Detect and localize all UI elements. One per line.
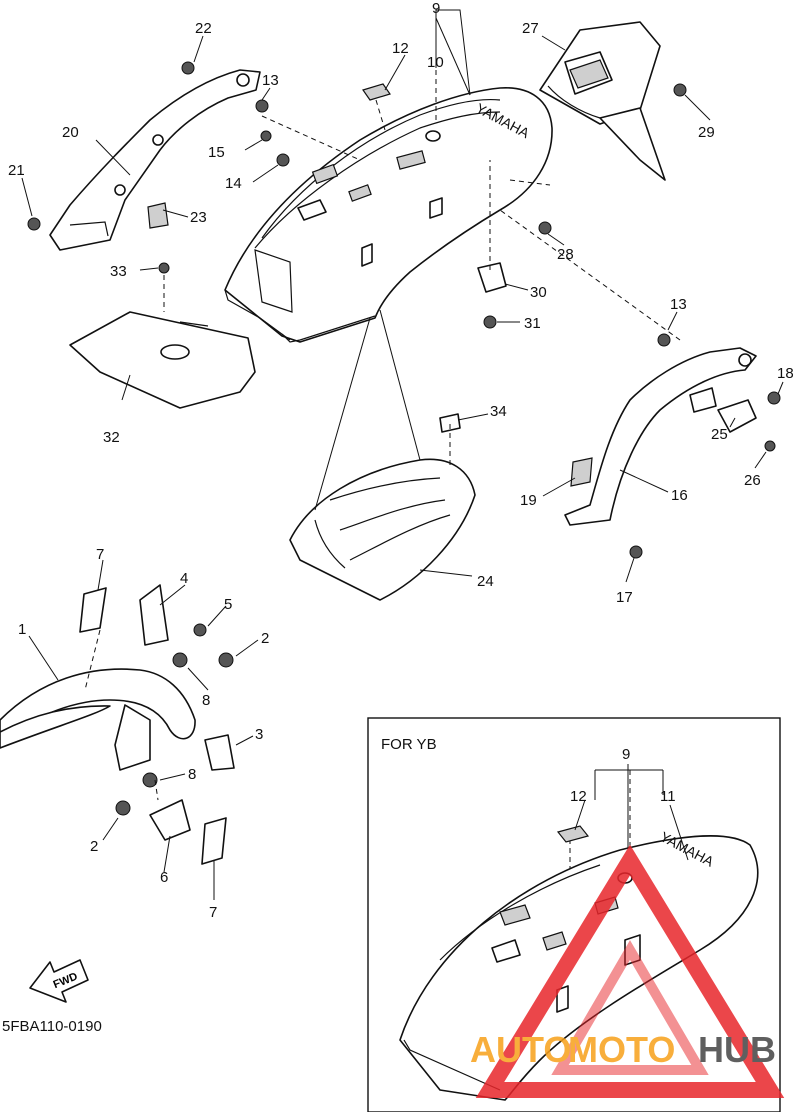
callout-26: 26 [744, 472, 761, 489]
callout-6: 6 [160, 869, 168, 886]
callout-18: 18 [777, 365, 794, 382]
small-parts [27, 61, 781, 865]
callout-23: 23 [190, 209, 207, 226]
callout-yb-11: 11 [660, 788, 676, 805]
fwd-arrow-icon: FWD [29, 959, 89, 1003]
callout-33: 33 [110, 263, 127, 280]
callout-8-bottom: 8 [188, 766, 196, 783]
callout-17: 17 [616, 589, 633, 606]
callout-22: 22 [195, 20, 212, 37]
callout-28: 28 [557, 246, 574, 263]
inner-fender [289, 458, 476, 601]
left-fender-stay [49, 69, 261, 251]
automotohub-watermark: AUTO MOTO HUB [470, 844, 785, 1098]
tail-light-assembly [539, 21, 666, 181]
callout-16: 16 [671, 487, 688, 504]
callout-yb-12: 12 [570, 788, 587, 805]
callout-5: 5 [224, 596, 232, 613]
watermark-text-auto: AUTO [470, 1029, 571, 1070]
dashed-leaders [84, 60, 681, 880]
right-fender-stay [564, 347, 757, 526]
callout-24: 24 [477, 573, 494, 590]
callout-30: 30 [530, 284, 547, 301]
callout-14: 14 [225, 175, 242, 192]
watermark-text-moto: MOTO [568, 1029, 675, 1070]
callout-9: 9 [432, 0, 440, 17]
callout-7-top: 7 [96, 546, 104, 563]
callout-21: 21 [8, 162, 25, 179]
callout-19: 19 [520, 492, 537, 509]
callout-27: 27 [522, 20, 539, 37]
callout-25: 25 [711, 426, 728, 443]
callout-12: 12 [392, 40, 409, 57]
diagram-code: 5FBA110-0190 [2, 1018, 102, 1035]
callout-34: 34 [490, 403, 507, 420]
callout-2-bottom: 2 [90, 838, 98, 855]
callout-20: 20 [62, 124, 79, 141]
callout-1: 1 [18, 621, 26, 638]
callout-numbers: 22 13 20 15 14 21 23 33 32 9 12 10 27 29… [8, 0, 794, 921]
callout-29: 29 [698, 124, 715, 141]
callout-4: 4 [180, 570, 188, 587]
callout-2-top: 2 [261, 630, 269, 647]
callout-3: 3 [255, 726, 263, 743]
callout-10: 10 [427, 54, 444, 71]
mud-flap [69, 311, 256, 409]
rear-fender: YAMAHA [224, 83, 553, 343]
inset-title: FOR YB [381, 736, 437, 753]
callout-7-bottom: 7 [209, 904, 217, 921]
watermark-text-hub: HUB [698, 1029, 776, 1070]
callout-32: 32 [103, 429, 120, 446]
callout-13-top: 13 [262, 72, 279, 89]
callout-15: 15 [208, 144, 225, 161]
front-fender [0, 668, 196, 771]
callout-31: 31 [524, 315, 541, 332]
callout-8-top: 8 [202, 692, 210, 709]
callout-13-right: 13 [670, 296, 687, 313]
callout-yb-9: 9 [622, 746, 630, 763]
callout-leaders [21, 9, 784, 900]
inset-for-yb: FOR YB YAMAHA [367, 717, 781, 1112]
